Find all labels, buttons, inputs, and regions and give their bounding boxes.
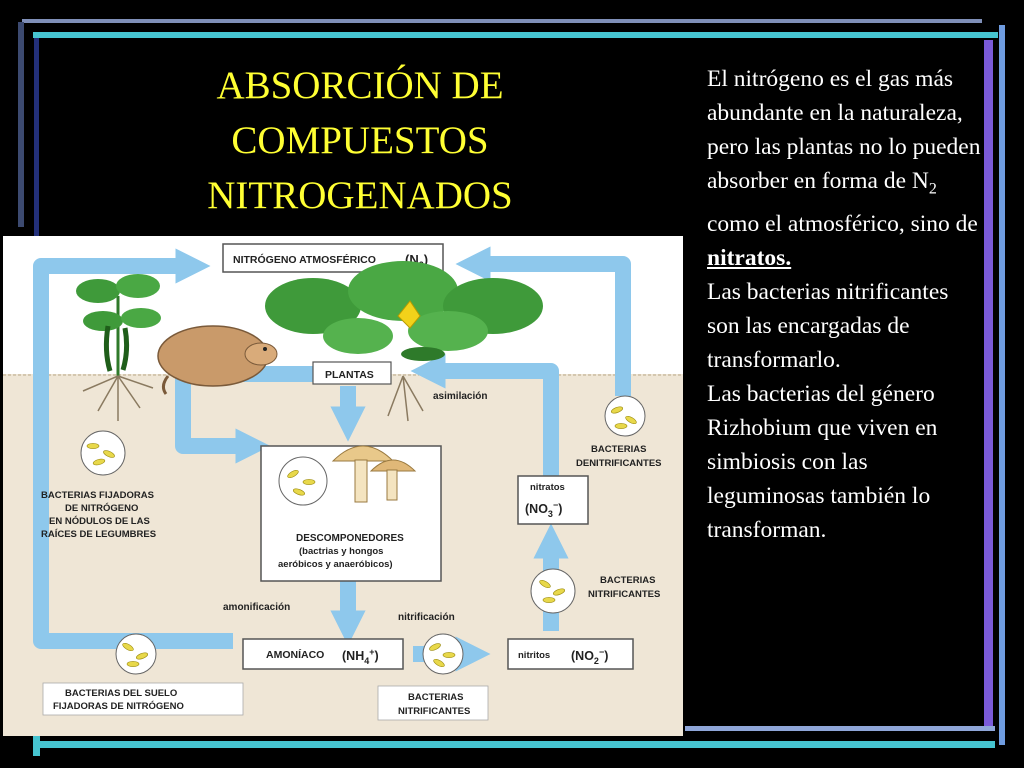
title-line-1: ABSORCIÓN DE: [216, 64, 504, 107]
nitrifying-bacteria-right-label-2: NITRIFICANTES: [588, 589, 660, 600]
frame-left-bar: [18, 22, 24, 227]
nitrifying-bacteria-bottom-label-box: [377, 685, 489, 721]
plants-label: PLANTAS: [325, 369, 374, 381]
nitrates-emphasis: nitratos.: [707, 244, 792, 271]
slide-title: ABSORCIÓN DE COMPUESTOS NITROGENADOS: [150, 58, 570, 223]
nitrifying-bacteria-right-label-1: BACTERIAS: [600, 575, 655, 586]
denitrifying-bacteria-label-1: BACTERIAS: [591, 444, 646, 455]
title-line-3: NITROGENADOS: [207, 174, 513, 217]
nodule-bacteria-label-3: EN NÓDULOS DE LAS: [49, 515, 150, 527]
nitrification-label: nitrificación: [398, 612, 455, 623]
soil-bacteria-label-box: [42, 682, 244, 716]
frame-right-bar-blue: [999, 25, 1005, 745]
mushroom-illustration: [331, 445, 417, 503]
atmospheric-nitrogen-label: NITRÓGENO ATMOSFÉRICO: [233, 253, 376, 266]
title-line-2: COMPUESTOS: [231, 119, 489, 162]
nodule-bacteria-label-4: RAÍCES DE LEGUMBRES: [41, 529, 156, 540]
assimilation-label: asimilación: [433, 391, 487, 402]
frame-bottom-bar-light: [685, 726, 995, 731]
squash-plant-illustration: [265, 261, 543, 422]
frame-left-bar-inner: [34, 38, 39, 238]
nitrogen-cycle-diagram: NITRÓGENO ATMOSFÉRICO (N2) PLANTAS asimi…: [3, 236, 683, 736]
nitrifying-bacteria-bottom-label-1: BACTERIAS: [408, 692, 463, 703]
legume-plant-illustration: [76, 274, 161, 421]
plants-box: [312, 361, 392, 385]
soil-bacteria-label-1: BACTERIAS DEL SUELO: [65, 688, 177, 699]
frame-top-bar-cyan: [33, 32, 998, 38]
paragraph-3: Las bacterias del género Rizhobium que v…: [707, 380, 938, 543]
decomposers-label-1: DESCOMPONEDORES: [296, 533, 404, 544]
nitrifying-bacteria-right-icon: [530, 568, 576, 614]
nodule-bacteria-icon: [80, 430, 126, 476]
paragraph-2: Las bacterias nitrificantes son las enca…: [707, 278, 949, 373]
decomposers-label-2: (bactrias y hongos: [299, 546, 383, 557]
nitrates-label: nitratos: [530, 482, 565, 493]
nitrites-box: [507, 638, 634, 670]
explanation-text: El nitrógeno es el gas más abundante en …: [707, 62, 982, 547]
ammonification-label: amonificación: [223, 602, 290, 613]
nitrites-formula: (NO2−): [571, 647, 608, 666]
nitrites-label: nitritos: [518, 650, 550, 661]
frame-right-bar-violet: [984, 40, 993, 730]
frame-bottom-bar-cyan: [40, 741, 995, 748]
nitrates-formula: (NO3−): [525, 500, 562, 519]
frame-bottom-left-post: [33, 736, 40, 756]
soil-bacteria-icon: [115, 633, 157, 675]
nitrates-box: [517, 475, 589, 525]
frame-top-bar-light: [22, 19, 982, 23]
nodule-bacteria-label-1: BACTERIAS FIJADORAS: [41, 490, 154, 501]
ammonia-formula: (NH4+): [342, 647, 379, 666]
denitrifying-bacteria-label-2: DENITRIFICANTES: [576, 458, 662, 469]
decomposers-label-3: aeróbicos y anaeróbicos): [278, 559, 393, 570]
soil-bacteria-label-2: FIJADORAS DE NITRÓGENO: [53, 700, 184, 712]
nitrifying-bacteria-bottom-label-2: NITRIFICANTES: [398, 706, 470, 717]
paragraph-1: El nitrógeno es el gas más abundante en …: [707, 66, 981, 271]
mole-illustration: [157, 325, 278, 395]
ammonia-box: [242, 638, 404, 670]
nodule-bacteria-label-2: DE NITRÓGENO: [65, 502, 138, 514]
ammonia-label: AMONÍACO: [266, 648, 324, 661]
denitrifying-bacteria-icon: [604, 395, 646, 437]
